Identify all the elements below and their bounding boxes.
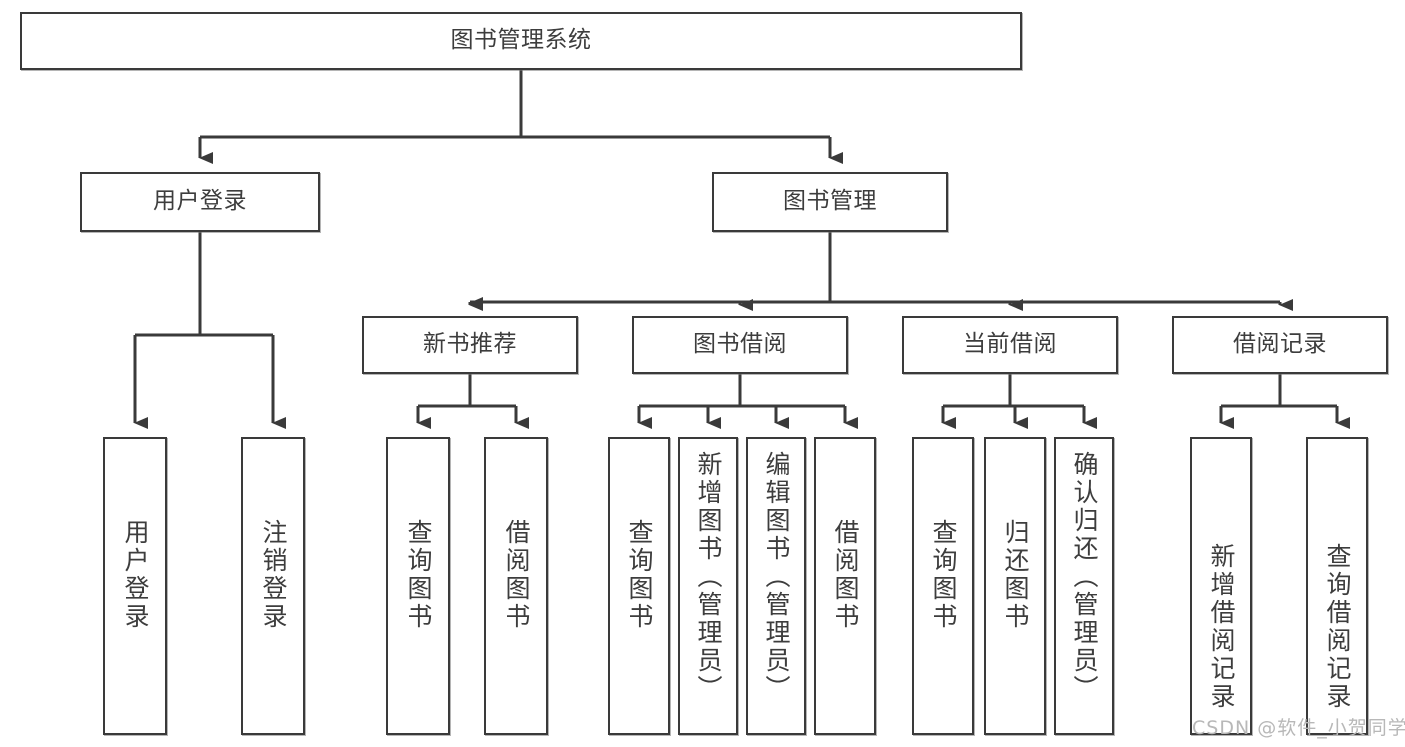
node-user-login-label: 用户登录 (153, 188, 247, 215)
leaf-user-login-label: 用户登录 (121, 519, 150, 631)
leaf-borrow-book-recommend[interactable]: 借阅图书 (484, 437, 548, 735)
node-new-book-recommend[interactable]: 新书推荐 (362, 316, 578, 374)
node-current-borrow-label: 当前借阅 (963, 331, 1057, 358)
leaf-query-book-current[interactable]: 查询图书 (912, 437, 974, 735)
leaf-edit-book-label: 编辑图书（管理员） (762, 451, 791, 703)
node-borrow-record-label: 借阅记录 (1233, 331, 1327, 358)
leaf-edit-book[interactable]: 编辑图书（管理员） (746, 437, 806, 735)
leaf-query-book-recommend[interactable]: 查询图书 (386, 437, 450, 735)
leaf-logout[interactable]: 注销登录 (241, 437, 305, 735)
leaf-borrow-book-recommend-label: 借阅图书 (502, 519, 531, 631)
node-book-manage[interactable]: 图书管理 (712, 172, 948, 232)
leaf-user-login[interactable]: 用户登录 (103, 437, 167, 735)
node-root[interactable]: 图书管理系统 (20, 12, 1022, 70)
node-borrow-record[interactable]: 借阅记录 (1172, 316, 1388, 374)
leaf-add-book[interactable]: 新增图书（管理员） (678, 437, 738, 735)
leaf-add-borrow-record-label: 新增借阅记录 (1207, 543, 1236, 711)
node-root-label: 图书管理系统 (450, 27, 592, 54)
node-book-borrow-label: 图书借阅 (693, 331, 787, 358)
leaf-query-borrow-record-label: 查询借阅记录 (1323, 543, 1352, 711)
leaf-query-borrow-record[interactable]: 查询借阅记录 (1306, 437, 1368, 735)
leaf-query-book-borrow[interactable]: 查询图书 (608, 437, 670, 735)
leaf-logout-label: 注销登录 (259, 519, 288, 631)
leaf-query-book-borrow-label: 查询图书 (625, 519, 654, 631)
leaf-query-book-recommend-label: 查询图书 (404, 519, 433, 631)
node-new-book-recommend-label: 新书推荐 (423, 331, 517, 358)
leaf-borrow-book[interactable]: 借阅图书 (814, 437, 876, 735)
node-current-borrow[interactable]: 当前借阅 (902, 316, 1118, 374)
node-book-manage-label: 图书管理 (783, 188, 877, 215)
leaf-return-book-label: 归还图书 (1001, 519, 1030, 631)
leaf-add-borrow-record[interactable]: 新增借阅记录 (1190, 437, 1252, 735)
leaf-confirm-return[interactable]: 确认归还（管理员） (1054, 437, 1114, 735)
node-book-borrow[interactable]: 图书借阅 (632, 316, 848, 374)
leaf-add-book-label: 新增图书（管理员） (694, 451, 723, 703)
csdn-watermark: CSDN @软件_小贺同学 (1192, 717, 1405, 739)
leaf-return-book[interactable]: 归还图书 (984, 437, 1046, 735)
leaf-borrow-book-label: 借阅图书 (831, 519, 860, 631)
leaf-confirm-return-label: 确认归还（管理员） (1070, 451, 1099, 703)
leaf-query-book-current-label: 查询图书 (929, 519, 958, 631)
node-user-login[interactable]: 用户登录 (80, 172, 320, 232)
